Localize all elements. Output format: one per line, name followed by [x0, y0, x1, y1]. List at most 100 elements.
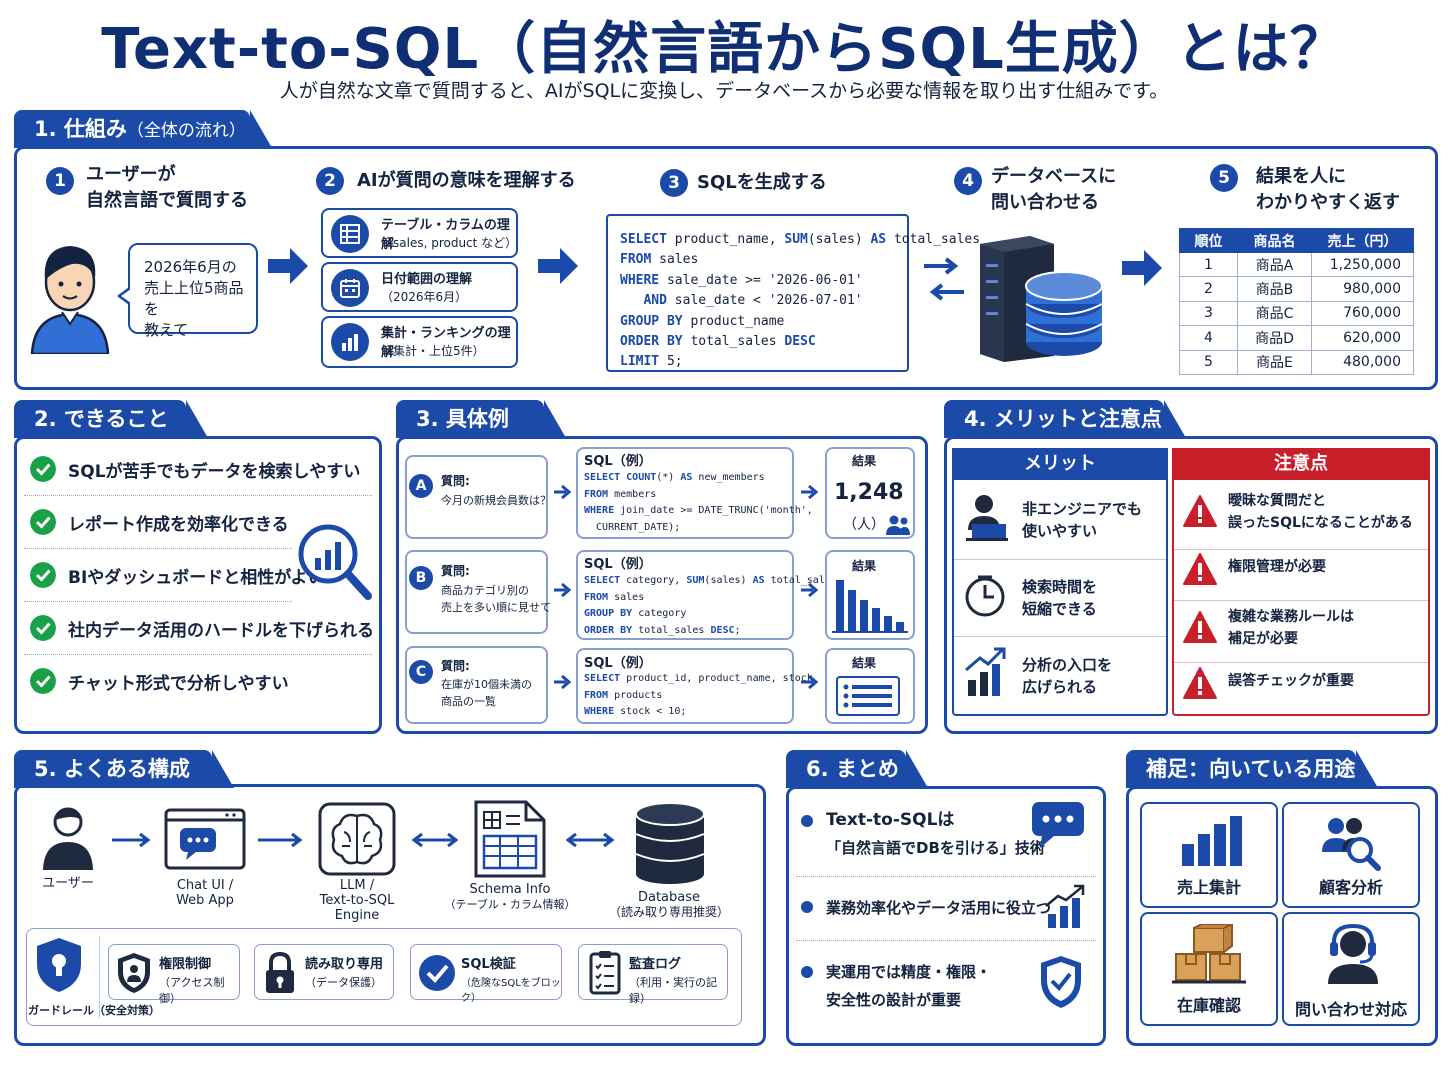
capability-text: SQLが苦手でもデータを検索しやすい — [68, 462, 361, 482]
example-a-sql-code: SELECT COUNT(*) AS new_members FROM memb… — [584, 472, 813, 533]
node-database-label: Database （読み取り専用推奨） — [602, 890, 736, 920]
check-icon — [30, 509, 56, 535]
merit-2-line1: 検索時間を — [1022, 578, 1098, 596]
node-user-label: ユーザー — [42, 876, 94, 891]
list-icon — [836, 676, 900, 716]
sales-cell: 480,000 — [1311, 350, 1414, 375]
merit-3-line2: 広げられる — [1022, 678, 1098, 696]
summary-item-3-line2: 安全性の設計が重要 — [826, 991, 962, 1009]
use-cases-tab: 補足：向いている用途 — [1126, 750, 1378, 788]
use-inventory-label: 在庫確認 — [1176, 996, 1241, 1015]
exchange-arrows-icon — [924, 257, 964, 301]
node-schema-line2: （テーブル・カラム情報） — [444, 898, 576, 911]
example-a-question-text: 今月の新規会員数は？ — [441, 494, 551, 507]
clock-icon — [965, 575, 1005, 617]
summary-bullet-1 — [801, 815, 813, 827]
understand-ranking-box: 集計・ランキングの理解 （集計・上位5件） — [321, 316, 518, 368]
warning-icon — [1182, 494, 1218, 532]
guard-audit-log-chip: 監査ログ （利用・実行の記録） — [578, 944, 728, 1005]
summary-item-1-line2: 「自然言語でDBを引ける」技術 — [826, 839, 1045, 857]
growth-chart-icon — [965, 647, 1006, 696]
rank-cell: 5 — [1179, 350, 1238, 375]
calendar-icon — [340, 279, 360, 298]
example-b-question-line1: 商品カテゴリ別の — [441, 584, 529, 597]
arrow-icon — [801, 582, 819, 598]
check-icon — [30, 456, 56, 482]
step-3-number: 3 — [660, 169, 688, 197]
question-line-3: 教えて — [144, 321, 189, 339]
mechanism-tab-title: 1. 仕組み — [34, 117, 127, 141]
caution-item: 誤答チェックが重要 — [1228, 670, 1354, 692]
summary-item-3-line1: 実運用では精度・権限・ — [826, 963, 992, 981]
guard-sql-check-detail: （危険なSQLをブロック） — [461, 978, 561, 1004]
example-a-sql-label: SQL（例） — [584, 454, 652, 469]
use-customer-label: 顧客分析 — [1318, 878, 1383, 897]
step-5-label: 結果を人に わかりやすく返す — [1256, 164, 1400, 216]
understand-dates-title: 日付範囲の理解 — [381, 272, 473, 287]
product-cell: 商品C — [1237, 301, 1312, 327]
example-c-sql-box — [576, 648, 794, 724]
example-a-result-unit: （人） — [843, 517, 885, 533]
merit-3-line1: 分析の入口を — [1022, 656, 1113, 674]
step-2-label: AIが質問の意味を理解する — [357, 170, 576, 191]
understand-dates-detail: （2026年6月） — [381, 290, 468, 304]
guard-readonly-detail: （データ保護） — [305, 976, 382, 989]
example-c-sql-label: SQL（例） — [584, 656, 652, 671]
merit-2-line2: 短縮できる — [1022, 600, 1097, 618]
step-1-line2: 自然言語で質問する — [86, 190, 248, 211]
step-1-label: ユーザーが 自然言語で質問する — [86, 162, 248, 214]
examples-tab: 3. 具体例 — [396, 400, 566, 438]
check-icon — [30, 615, 56, 641]
step-5-line2: わかりやすく返す — [1256, 192, 1400, 213]
warning-icon — [1182, 610, 1218, 648]
capabilities-panel — [14, 436, 382, 734]
guard-readonly-title: 読み取り専用 — [305, 957, 384, 972]
database-icon — [635, 802, 705, 884]
user-icon — [43, 807, 93, 870]
example-c-question-box — [405, 646, 548, 724]
rank-cell: 3 — [1179, 301, 1238, 327]
caution-item: 権限管理が必要 — [1228, 556, 1326, 578]
step-1-number: 1 — [46, 167, 74, 195]
example-c-question-line1: 在庫が10個未満の — [441, 678, 532, 691]
capability-text: チャット形式で分析しやすい — [68, 674, 289, 694]
example-c-sql-code: SELECT product_id, product_name, stock F… — [584, 673, 813, 717]
example-b-result-label: 結果 — [851, 559, 876, 573]
arrow-icon — [258, 832, 303, 848]
example-a-result-label: 結果 — [851, 454, 876, 468]
bidirectional-arrow-icon — [411, 832, 459, 848]
guard-permission-detail: （アクセス制御） — [159, 976, 225, 1005]
sales-cell: 760,000 — [1311, 301, 1414, 327]
step-4-line2: 問い合わせる — [991, 192, 1099, 213]
database-server-icon — [980, 236, 1103, 362]
arrow-icon — [554, 674, 572, 690]
example-a-badge: A — [409, 474, 433, 498]
table-icon — [340, 224, 360, 244]
summary-bullet-2 — [801, 901, 813, 913]
arrow-icon — [554, 484, 572, 500]
understand-tables-title: テーブル・カラムの理解 — [381, 218, 510, 252]
guard-permission-title: 権限制御 — [159, 957, 212, 972]
example-a-question-label: 質問: — [441, 474, 470, 488]
product-cell: 商品D — [1237, 325, 1312, 351]
node-database-line2: （読み取り専用推奨） — [608, 905, 729, 919]
shield-icon — [118, 953, 150, 993]
node-llm-line1: LLM / — [339, 878, 375, 893]
bidirectional-arrow-icon — [565, 832, 615, 848]
step-1-line1: ユーザーが — [86, 164, 176, 185]
step-4-label: データベースに 問い合わせる — [991, 164, 1116, 216]
understand-tables-detail: （sales, product など） — [381, 236, 518, 250]
summary-item-1-line1: Text-to-SQLは — [826, 810, 955, 830]
guardrail-shield-icon — [37, 938, 81, 992]
example-a-result-box — [825, 447, 915, 539]
summary-tab: 6. まとめ — [786, 750, 928, 788]
page-subtitle: 人が自然な文章で質問すると、AIがSQLに変換し、データベースから必要な情報を取… — [279, 80, 1169, 102]
caution-line2: 誤ったSQLになることがある — [1228, 515, 1413, 531]
chat-bubble-icon — [1032, 802, 1084, 848]
product-cell: 商品E — [1237, 350, 1312, 375]
check-icon — [30, 562, 56, 588]
generated-sql-code: SELECT product_name, SUM(sales) AS total… — [606, 214, 980, 372]
capability-text: レポート作成を効率化できる — [68, 515, 289, 535]
